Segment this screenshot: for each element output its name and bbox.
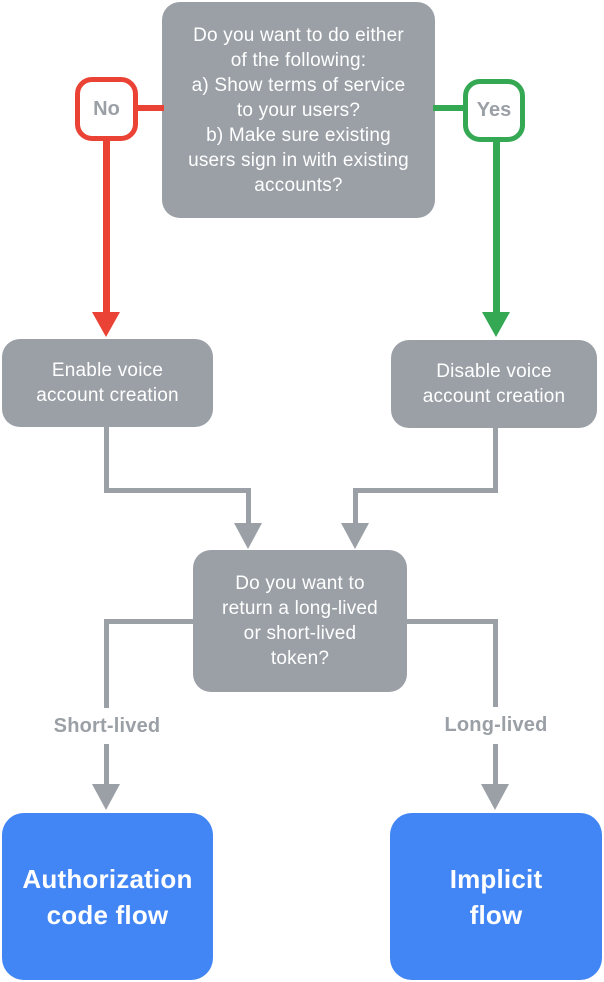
no-branch-line [103, 139, 110, 313]
enable-down-line [104, 427, 109, 493]
authorization-code-flow-box: Authorization code flow [2, 813, 213, 980]
enable-horizontal-line [104, 488, 251, 493]
yes-branch-arrowhead-icon [482, 312, 510, 337]
long-lived-label: Long-lived [411, 707, 581, 744]
short-lived-down-line [104, 619, 109, 789]
no-branch-arrowhead-icon [92, 312, 120, 337]
disable-down-line [493, 428, 498, 493]
short-lived-horizontal-line [104, 619, 196, 624]
enable-arrowhead-icon [234, 523, 262, 549]
yes-branch-line [493, 140, 500, 313]
top-question-box: Do you want to do either of the followin… [162, 2, 435, 218]
yes-badge: Yes [463, 79, 525, 142]
long-lived-horizontal-line [404, 619, 498, 624]
long-lived-down-line [493, 619, 498, 789]
short-lived-arrowhead-icon [92, 784, 120, 810]
yes-to-question-connector [433, 105, 465, 111]
no-to-question-connector [132, 105, 164, 111]
token-question-box: Do you want to return a long-lived or sh… [193, 550, 407, 692]
short-lived-label: Short-lived [22, 708, 192, 744]
disable-into-question-line [353, 488, 358, 525]
long-lived-arrowhead-icon [481, 784, 509, 810]
disable-horizontal-line [353, 488, 498, 493]
enable-voice-box: Enable voice account creation [2, 339, 213, 427]
disable-voice-box: Disable voice account creation [391, 340, 597, 428]
implicit-flow-box: Implicit flow [390, 813, 602, 980]
enable-into-question-line [246, 488, 251, 525]
disable-arrowhead-icon [341, 523, 369, 549]
no-badge: No [75, 77, 138, 141]
